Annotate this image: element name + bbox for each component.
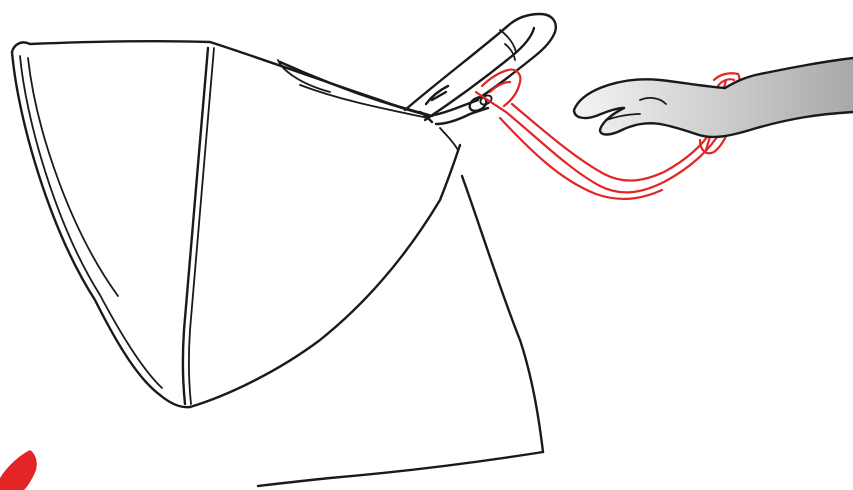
corner-mark <box>0 450 37 490</box>
hand-icon <box>574 58 853 137</box>
handlebar-icon <box>405 14 556 124</box>
canopy-icon <box>12 41 460 407</box>
seat-fabric <box>258 128 543 486</box>
